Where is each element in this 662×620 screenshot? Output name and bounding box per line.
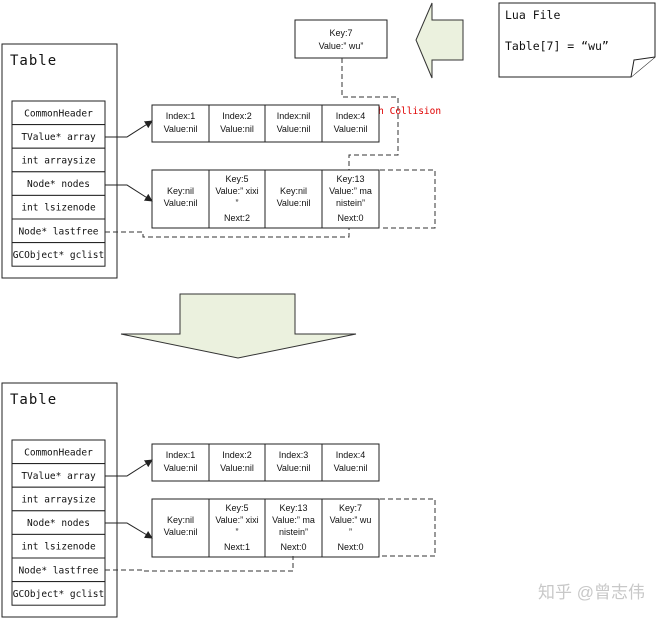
new-key-label: Key:7 (329, 28, 352, 38)
slot-text-line2: Value:nil (220, 124, 254, 134)
before-nodes-pointer (105, 184, 153, 202)
slot-text-line2: Value:nil (277, 124, 311, 134)
table-field-label: GCObject* gclist (13, 589, 105, 600)
table-field-label: int lsizenode (21, 542, 96, 553)
after-array-pointer (105, 459, 153, 477)
table-field-label: TValue* array (21, 132, 96, 143)
down-block-arrow (120, 293, 357, 359)
slot-text-line2: Value:” wu (330, 515, 372, 525)
table-field-box (11, 242, 106, 267)
array-slot (208, 104, 266, 143)
table-field-label: GCObject* gclist (13, 250, 105, 261)
slot-text-line2: Value:nil (164, 124, 198, 134)
new-key-box: Key:7 Value:” wu” (294, 19, 388, 59)
slot-text-line1: Key:13 (336, 174, 364, 184)
slot-text-line3: nistein” (279, 527, 308, 537)
slot-text-line1: Key:5 (225, 174, 248, 184)
slot-text-line2: Value:nil (164, 198, 198, 208)
hash-collision-label: Hash Collision (361, 106, 441, 117)
slot-text-line3: nistein” (336, 198, 365, 208)
slot-text-line4: Next:0 (337, 542, 363, 552)
slot-text-line1: Index:1 (166, 450, 196, 460)
slot-text-line2: Value:” xixi (215, 515, 258, 525)
slot-text-line3: ” (236, 198, 239, 208)
slot-text-line2: Value:nil (334, 463, 368, 473)
table-field-label: Node* nodes (27, 179, 90, 190)
after-node-extension (380, 498, 436, 557)
slot-text-line4: Next:1 (224, 542, 250, 552)
array-slot (264, 443, 323, 482)
slot-text-line4: Next:0 (280, 542, 306, 552)
table-field-label: int arraysize (21, 156, 96, 167)
slot-text-line1: Index:nil (277, 111, 311, 121)
after-nodes-pointer (105, 522, 153, 539)
slot-text-line2: Value:nil (277, 198, 311, 208)
slot-text-line1: Index:2 (222, 111, 252, 121)
before-node-extension (380, 169, 436, 229)
slot-text-line1: Key:nil (167, 515, 194, 525)
table-field-box (11, 581, 106, 606)
table-field-label: TValue* array (21, 471, 96, 482)
table-field-label: int arraysize (21, 495, 96, 506)
before-array-pointer (105, 120, 153, 138)
slot-text-line4: Next:2 (224, 213, 250, 223)
slot-text-line2: Value:nil (334, 124, 368, 134)
lua-file-code: Table[7] = “wu” (505, 39, 609, 53)
slot-text-line2: Value:nil (164, 527, 198, 537)
node-slot (208, 169, 266, 229)
lua-file-title: Lua File (505, 8, 560, 22)
node-slot (321, 169, 380, 229)
after-table-title: Table (10, 392, 57, 408)
new-key-value: Value:” wu” (319, 41, 364, 51)
after-lastfree-pointer (105, 556, 294, 572)
node-slot (264, 498, 323, 558)
table-field-label: CommonHeader (24, 108, 93, 119)
table-field-label: Node* nodes (27, 518, 90, 529)
slot-text-line1: Key:7 (339, 503, 362, 513)
array-slot (321, 104, 380, 143)
slot-text-line3: ” (349, 527, 352, 537)
table-field-label: Node* lastfree (18, 226, 98, 237)
slot-text-line1: Index:4 (336, 111, 366, 121)
left-block-arrow (415, 2, 464, 79)
array-slot (208, 443, 266, 482)
slot-text-line2: Value:nil (277, 463, 311, 473)
watermark: 知乎 @曾志伟 (538, 583, 645, 602)
slot-text-line1: Index:2 (222, 450, 252, 460)
slot-text-line2: Value:” ma (329, 186, 372, 196)
slot-text-line1: Index:3 (279, 450, 309, 460)
slot-text-line2: Value:nil (164, 463, 198, 473)
node-slot (208, 498, 266, 558)
slot-text-line1: Key:nil (167, 186, 194, 196)
before-table-title: Table (10, 53, 57, 69)
lua-file-note: Lua File Table[7] = “wu” (498, 2, 656, 78)
slot-text-line1: Key:5 (225, 503, 248, 513)
slot-text-line1: Key:13 (279, 503, 307, 513)
hash-collision-path (341, 58, 399, 170)
table-field-label: Node* lastfree (18, 565, 98, 576)
array-slot (321, 443, 380, 482)
slot-text-line1: Key:nil (280, 186, 307, 196)
slot-text-line2: Value:nil (220, 463, 254, 473)
table-field-label: CommonHeader (24, 447, 93, 458)
slot-text-line1: Index:1 (166, 111, 196, 121)
slot-text-line2: Value:” xixi (215, 186, 258, 196)
before-lastfree-pointer (105, 228, 350, 238)
slot-text-line1: Index:4 (336, 450, 366, 460)
table-field-label: int lsizenode (21, 203, 96, 214)
slot-text-line3: ” (236, 527, 239, 537)
slot-text-line2: Value:” ma (272, 515, 315, 525)
slot-text-line4: Next:0 (337, 213, 363, 223)
node-slot (321, 498, 380, 558)
